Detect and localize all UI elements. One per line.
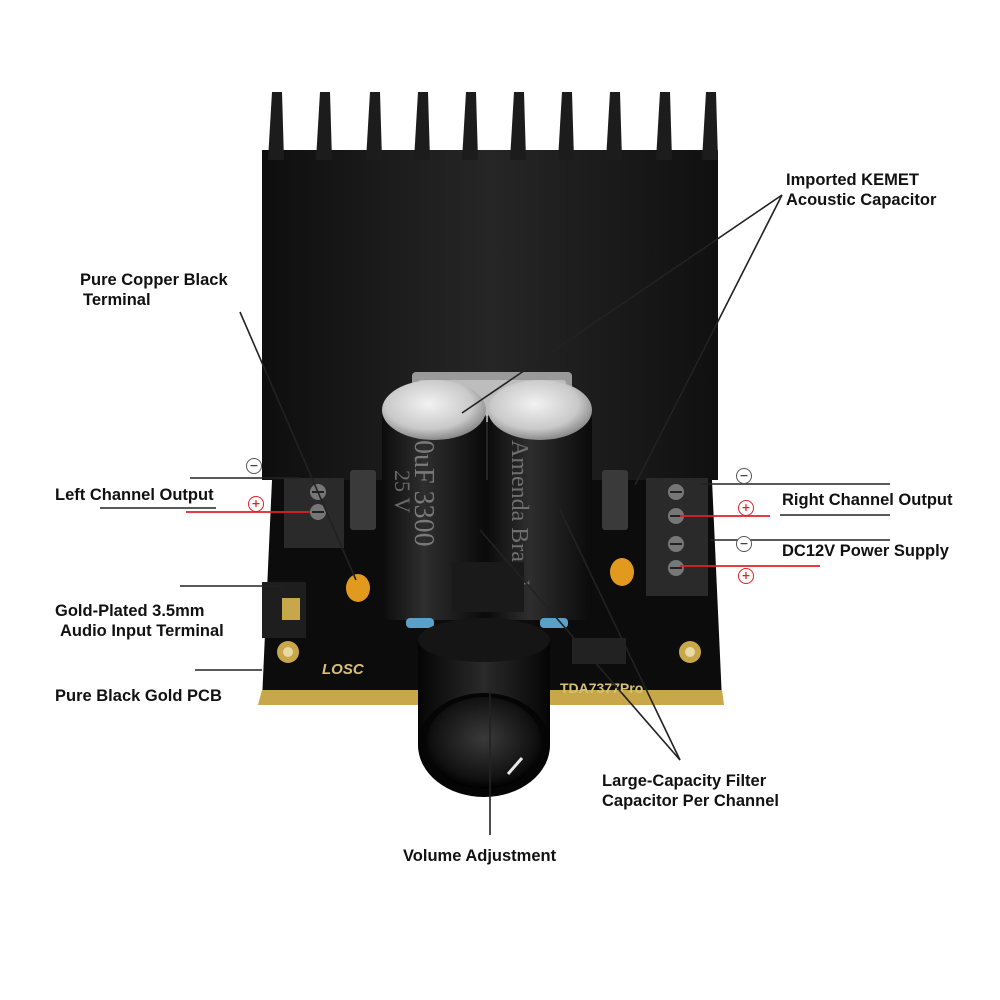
right-positive-marker: +	[738, 500, 754, 516]
left-negative-marker: −	[246, 458, 262, 474]
board-logo: LOSC	[322, 661, 365, 678]
kemet-capacitor-right	[610, 558, 634, 586]
label-audio-input: Gold-Plated 3.5mm Audio Input Terminal	[55, 601, 224, 641]
right-terminal-block	[646, 478, 708, 596]
label-dc-supply: DC12V Power Supply	[782, 542, 949, 560]
kemet-capacitor-left	[346, 574, 370, 602]
label-filter-line2: Capacitor Per Channel	[602, 792, 779, 810]
left-positive-marker: +	[248, 496, 264, 512]
label-right-output: Right Channel Output	[782, 491, 953, 509]
label-filter-capacitor: Large-Capacity Filter Capacitor Per Chan…	[602, 771, 779, 811]
label-kemet-line2: Acoustic Capacitor	[786, 191, 937, 209]
heatsink-fins	[268, 92, 718, 160]
board-model: TDA7377Pro	[560, 680, 643, 696]
label-copper-line1: Pure Copper Black	[80, 271, 228, 289]
label-pcb: Pure Black Gold PCB	[55, 687, 222, 705]
resistor	[406, 618, 434, 628]
resistor	[540, 618, 568, 628]
leader-lines	[100, 194, 890, 835]
right-negative-marker: −	[736, 468, 752, 484]
supply-negative-marker: −	[736, 536, 752, 552]
diode	[572, 638, 626, 664]
cap-left-rating: 0uF 3300	[408, 440, 439, 547]
cap-left-voltage: 25 V	[390, 470, 415, 513]
supply-positive-marker: +	[738, 568, 754, 584]
label-left-output: Left Channel Output	[55, 486, 214, 504]
label-volume: Volume Adjustment	[403, 847, 557, 865]
knob-indicator	[506, 757, 524, 775]
left-terminal-block	[284, 478, 344, 548]
positive-wire-lines	[186, 511, 820, 567]
label-kemet-line1: Imported KEMET	[786, 171, 919, 189]
label-kemet: Imported KEMET Acoustic Capacitor	[786, 170, 936, 210]
label-filter-line1: Large-Capacity Filter	[602, 772, 767, 790]
label-copper-line2: Terminal	[83, 291, 151, 309]
label-audio-line1: Gold-Plated 3.5mm	[55, 602, 205, 620]
label-audio-line2: Audio Input Terminal	[60, 622, 224, 640]
label-copper-terminal: Pure Copper Black Terminal	[80, 270, 228, 310]
volume-knob	[418, 562, 550, 797]
cap-right-brand: Amenda Brand	[506, 440, 532, 586]
